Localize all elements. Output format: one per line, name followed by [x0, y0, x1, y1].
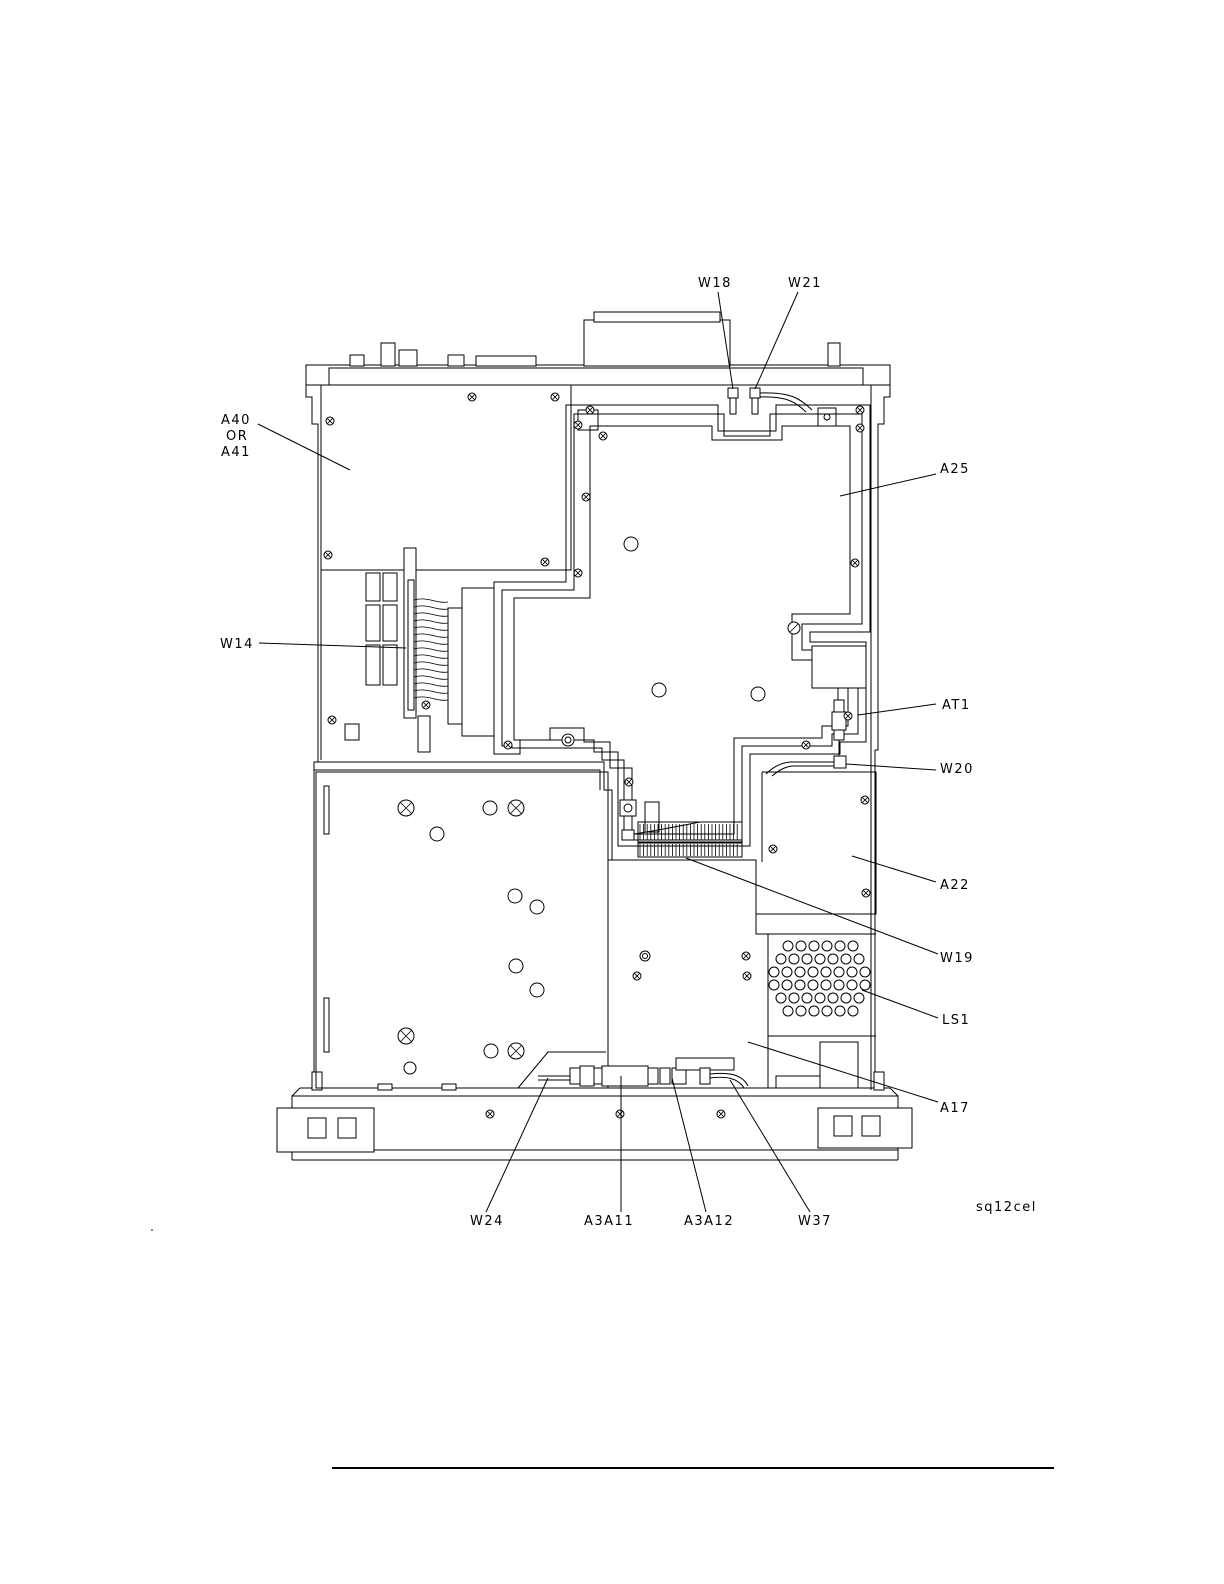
front-cable-assembly — [518, 1052, 748, 1088]
footer-rule — [332, 1467, 1054, 1469]
a40-board — [321, 385, 571, 570]
chassis — [277, 312, 912, 1160]
callout-w21: W21 — [788, 276, 822, 291]
a17-board — [608, 860, 768, 1088]
callout-at1: AT1 — [942, 698, 971, 713]
w19-heatsink — [620, 800, 742, 857]
w14-ribbon-assembly — [328, 548, 494, 752]
callout-w24: W24 — [470, 1214, 504, 1229]
callout-a3a12: A3A12 — [684, 1214, 734, 1229]
callout-ls1: LS1 — [942, 1013, 970, 1028]
callout-a22: A22 — [940, 878, 970, 893]
callout-w19: W19 — [940, 951, 974, 966]
callout-w20: W20 — [940, 762, 974, 777]
at1-attenuator — [766, 646, 866, 776]
stray-dot — [151, 1229, 153, 1231]
callout-a3a11: A3A11 — [584, 1214, 634, 1229]
a22-board — [756, 772, 876, 914]
callout-w14: W14 — [220, 637, 254, 652]
callout-w37: W37 — [798, 1214, 832, 1229]
figure-id-label: sq12cel — [976, 1200, 1037, 1215]
callout-a17: A17 — [940, 1101, 970, 1116]
callout-a40-line1: A40 — [221, 413, 251, 428]
w18-w21-connectors — [728, 388, 812, 414]
callout-a40-line3: A41 — [221, 445, 251, 460]
callout-a25: A25 — [940, 462, 970, 477]
callout-w18: W18 — [698, 276, 732, 291]
a25-shield — [494, 405, 870, 846]
power-supply-module — [316, 772, 608, 1090]
callout-a40-line2: OR — [226, 429, 248, 444]
